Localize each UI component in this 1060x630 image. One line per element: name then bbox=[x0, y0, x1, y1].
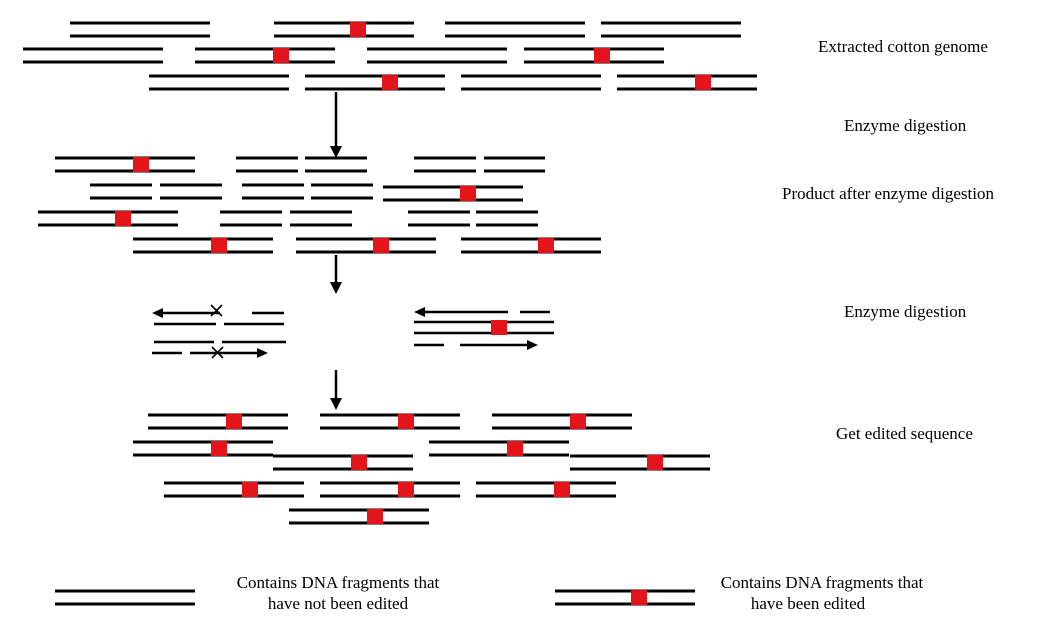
edit-site-marker-icon bbox=[695, 75, 711, 90]
edit-site-marker-icon bbox=[226, 414, 242, 429]
edit-site-marker-icon bbox=[115, 211, 131, 226]
step-label-extracted-genome: Extracted cotton genome bbox=[818, 37, 988, 56]
legend-edited-swatch bbox=[555, 589, 695, 606]
edit-site-marker-icon bbox=[398, 482, 414, 497]
cross-mark-icon bbox=[210, 304, 223, 317]
edit-site-marker-icon bbox=[554, 482, 570, 497]
flow-arrows bbox=[330, 92, 342, 410]
edit-site-marker-icon bbox=[373, 238, 389, 253]
flow-arrow-icon bbox=[330, 255, 342, 294]
digestion-detail bbox=[152, 307, 554, 358]
cross-mark-icon bbox=[211, 346, 224, 359]
edit-site-marker-icon bbox=[570, 414, 586, 429]
edit-site-marker-icon bbox=[367, 509, 383, 524]
legend: Contains DNA fragments that have not bee… bbox=[55, 573, 924, 613]
legend-unedited-label-line2: have not been edited bbox=[268, 594, 409, 613]
edit-site-marker-icon bbox=[211, 238, 227, 253]
edit-site-marker-icon bbox=[242, 482, 258, 497]
edit-site-marker-icon bbox=[398, 414, 414, 429]
legend-unedited-swatch bbox=[55, 589, 195, 606]
edit-site-marker-icon bbox=[133, 157, 149, 172]
edit-site-marker-icon bbox=[538, 238, 554, 253]
step-label-enzyme-digestion-1: Enzyme digestion bbox=[844, 116, 967, 135]
step-label-edited-sequence: Get edited sequence bbox=[836, 424, 973, 443]
edit-site-marker-icon bbox=[211, 441, 227, 456]
edit-site-marker-icon bbox=[631, 590, 647, 605]
edit-site-marker-icon bbox=[351, 455, 367, 470]
flow-arrow-icon bbox=[330, 92, 342, 158]
edit-site-marker-icon bbox=[273, 48, 289, 63]
dna-fragments bbox=[23, 21, 757, 525]
edit-markers bbox=[115, 22, 711, 524]
legend-unedited-label-line1: Contains DNA fragments that bbox=[237, 573, 440, 592]
step-label-enzyme-digestion-2: Enzyme digestion bbox=[844, 302, 967, 321]
edit-site-marker-icon bbox=[350, 22, 366, 37]
edit-site-marker-icon bbox=[507, 441, 523, 456]
edit-site-marker-icon bbox=[382, 75, 398, 90]
edit-site-marker-icon bbox=[491, 320, 507, 335]
edit-site-marker-icon bbox=[594, 48, 610, 63]
edit-site-marker-icon bbox=[647, 455, 663, 470]
edit-site-marker-icon bbox=[460, 186, 476, 201]
legend-edited-label-line2: have been edited bbox=[751, 594, 866, 613]
step-label-digestion-product: Product after enzyme digestion bbox=[782, 184, 994, 203]
flow-arrow-icon bbox=[330, 370, 342, 410]
legend-edited-label-line1: Contains DNA fragments that bbox=[721, 573, 924, 592]
